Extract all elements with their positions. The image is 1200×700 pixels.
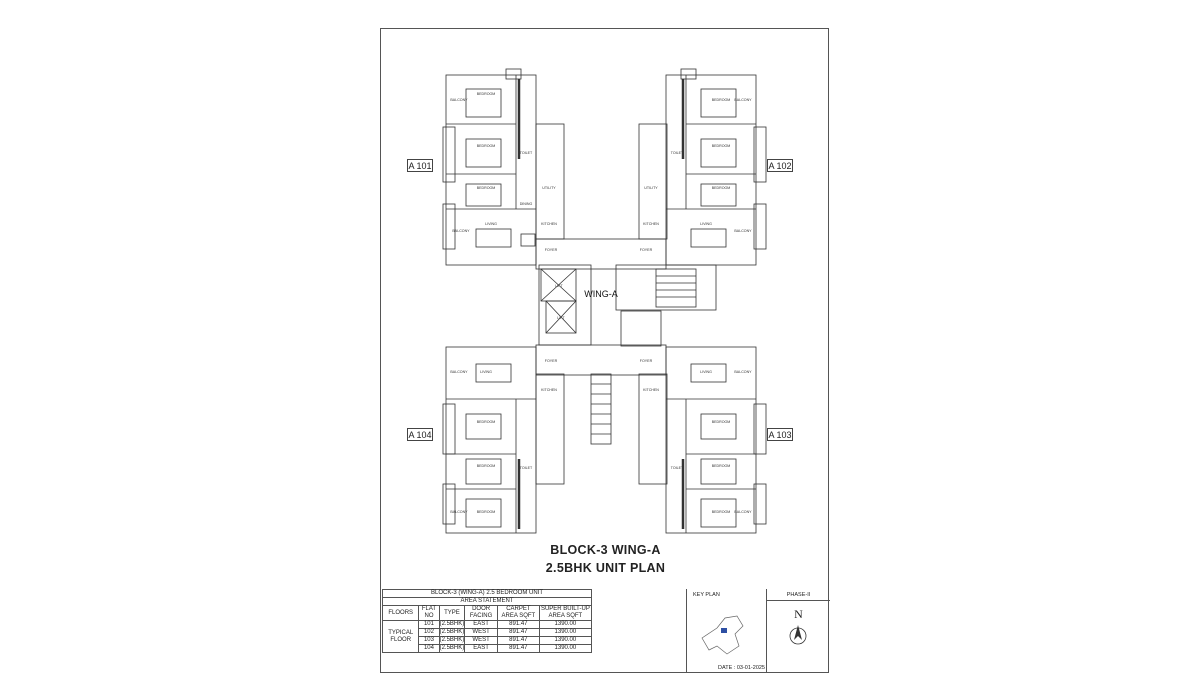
key-plan-panel: KEY PLAN DATE : 03-01-2025 [686,589,767,673]
key-plan-label: KEY PLAN [693,592,720,598]
unit-a103-outline [638,346,767,534]
north-arrow-icon [789,625,807,645]
cell-flat: 103 [418,636,440,645]
key-plan-highlight [721,628,727,633]
room-label-bedroom-a103-b: BEDROOM [712,464,731,468]
unit-a104-outline [442,346,565,534]
room-label-toilet-a103: TOILET [671,466,684,470]
room-label-balcony-a102-b: BALCONY [734,229,752,233]
central-core-outline [535,238,717,445]
phase-label: PHASE-II [767,589,830,601]
room-label-kitchen-a102: KITCHEN [643,222,659,226]
cell-sba: 1390.00 [538,636,593,645]
area-statement-table: BLOCK-3 (WING-A) 2.5 BEDROOM UNIT AREA S… [381,589,593,653]
plan-title-line2: 2.5BHK UNIT PLAN [545,561,666,575]
room-label-kitchen-a103: KITCHEN [643,388,659,392]
cell-carpet: 891.47 [496,620,540,629]
cell-flat: 101 [418,620,440,629]
room-label-living-a103: LIVING [700,370,712,374]
cell-sba: 1390.00 [538,620,593,629]
room-label-lift-a: LIFT [555,284,563,288]
room-label-foyer-a103: FOYER [640,359,653,363]
room-label-balcony-a103-b: BALCONY [734,510,752,514]
cell-facing: EAST [464,620,498,629]
room-label-bedroom-a101-c: BEDROOM [477,186,496,190]
cell-facing: WEST [464,628,498,637]
cell-type: (2.5BHK) [438,628,466,637]
key-plan-map [701,615,744,655]
room-label-bedroom-a103-a: BEDROOM [712,420,731,424]
floor-label: TYPICAL FLOOR [381,620,420,653]
wing-label: WING-A [584,289,618,299]
drawing-sheet: BALCONY BEDROOM BEDROOM BEDROOM LIVING B… [380,28,830,673]
cell-facing: EAST [464,644,498,653]
area-statement-heading: BLOCK-3 (WING-A) 2.5 BEDROOM UNIT [382,589,592,598]
cell-carpet: 891.47 [496,636,540,645]
room-label-toilet-a101: TOILET [520,151,533,155]
room-label-balcony-a104: BALCONY [450,370,468,374]
room-label-balcony-a101: BALCONY [450,98,468,102]
room-label-living-a101: LIVING [485,222,497,226]
room-label-utility-a101: UTILITY [542,186,556,190]
room-label-bedroom-a102-b: BEDROOM [712,144,731,148]
cell-type: (2.5BHK) [438,636,466,645]
room-label-foyer-a102: FOYER [640,248,653,252]
room-label-bedroom-a104-a: BEDROOM [477,420,496,424]
room-label-toilet-a104: TOILET [520,466,533,470]
room-label-dining-a101: DINING [520,202,533,206]
room-label-foyer-a104: FOYER [545,359,558,363]
cell-type: (2.5BHK) [438,644,466,653]
room-label-toilet-a102: TOILET [671,151,684,155]
col-floors: FLOORS [381,605,420,621]
col-carpet-area: CARPET AREA SQFT [496,605,540,621]
col-sba: SUPER BUILT-UP AREA SQFT [538,605,593,621]
room-label-foyer-a101: FOYER [545,248,558,252]
north-label: N [794,607,803,621]
area-statement-block: BLOCK-3 (WING-A) 2.5 BEDROOM UNIT AREA S… [381,589,593,673]
room-label-bedroom-a104-b: BEDROOM [477,464,496,468]
cell-carpet: 891.47 [496,644,540,653]
cell-carpet: 891.47 [496,628,540,637]
flat-label-a101: A 101 [407,159,433,172]
room-label-balcony-a103: BALCONY [734,370,752,374]
room-label-bedroom-a101-b: BEDROOM [477,144,496,148]
cell-sba: 1390.00 [538,628,593,637]
col-door-facing: DOOR FACING [464,605,498,621]
room-label-bedroom-a102-c: BEDROOM [712,186,731,190]
cell-sba: 1390.00 [538,644,593,653]
flat-label-a103: A 103 [767,428,793,441]
phase-panel: PHASE-II N [766,589,830,673]
room-label-balcony-a101-b: BALCONY [452,229,470,233]
cell-type: (2.5BHK) [438,620,466,629]
col-flat-no: FLAT NO [418,605,440,621]
key-plan-date: DATE : 03-01-2025 [718,665,765,671]
plan-title-line1: BLOCK-3 WING-A [550,543,661,557]
room-label-balcony-a104-b: BALCONY [450,510,468,514]
cell-facing: WEST [464,636,498,645]
flat-label-a104: A 104 [407,428,433,441]
room-label-living-a104: LIVING [480,370,492,374]
room-label-utility-a102: UTILITY [644,186,658,190]
room-label-balcony-a102: BALCONY [734,98,752,102]
table-header-row: FLOORS FLAT NO TYPE DOOR FACING CARPET A… [381,605,593,621]
unit-a102-outline [638,68,767,266]
flat-label-a102: A 102 [767,159,793,172]
room-label-bedroom-a101-a: BEDROOM [477,92,496,96]
room-label-lift-b: LIFT [557,316,565,320]
room-label-kitchen-a104: KITCHEN [541,388,557,392]
floor-plan-drawing: BALCONY BEDROOM BEDROOM BEDROOM LIVING B… [442,68,767,534]
room-label-living-a102: LIVING [700,222,712,226]
room-label-kitchen-a101: KITCHEN [541,222,557,226]
table-row: TYPICAL FLOOR 101 (2.5BHK) EAST 891.47 1… [381,620,593,653]
table-row: 104 (2.5BHK) EAST 891.47 1390.00 [383,644,593,653]
room-label-bedroom-a102-a: BEDROOM [712,98,731,102]
room-label-bedroom-a104-c: BEDROOM [477,510,496,514]
room-label-bedroom-a103-c: BEDROOM [712,510,731,514]
col-type: TYPE [438,605,466,621]
cell-flat: 102 [418,628,440,637]
area-statement-subheading: AREA STATEMENT [382,597,592,606]
cell-flat: 104 [418,644,440,653]
